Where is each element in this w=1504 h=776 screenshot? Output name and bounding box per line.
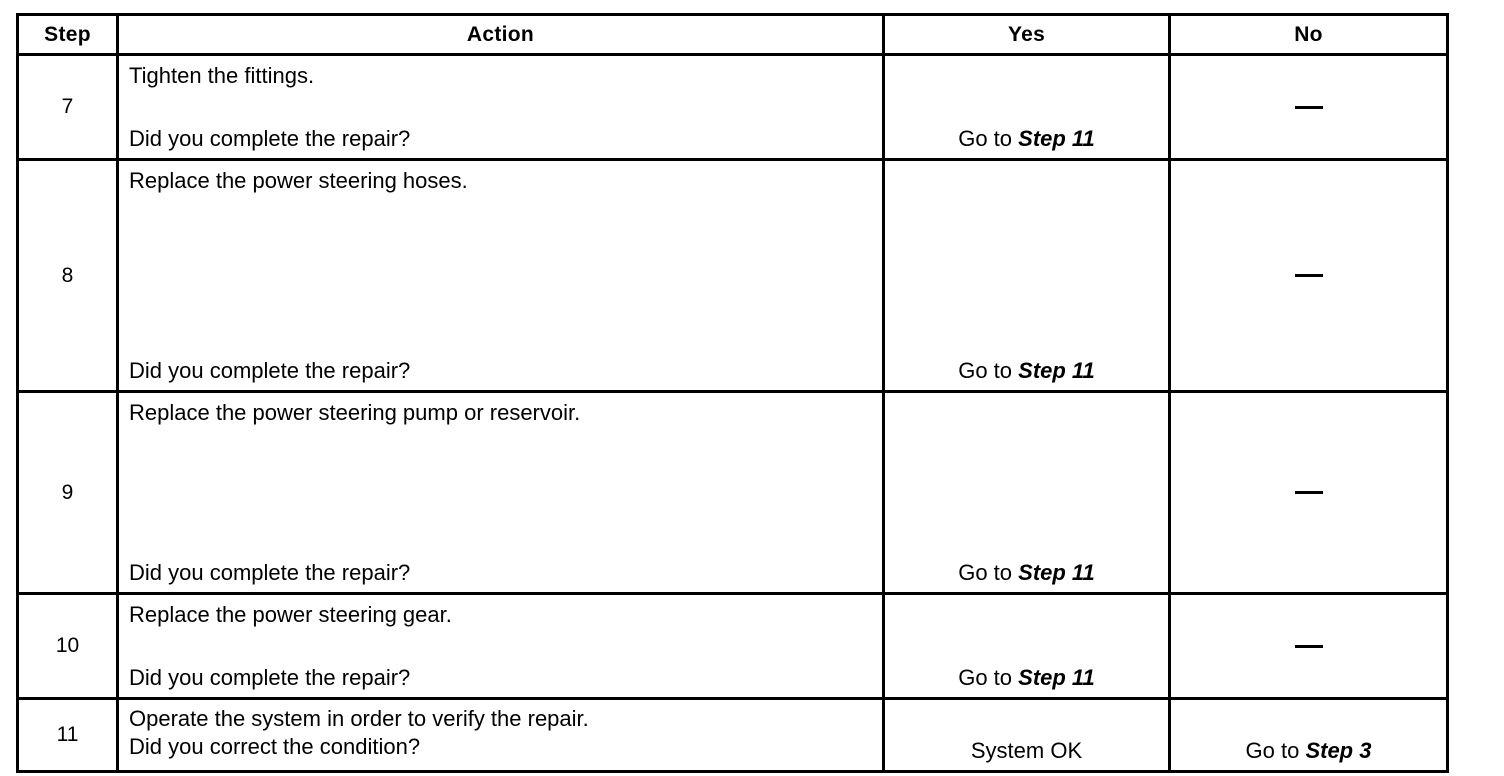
- no-cell: [1168, 158, 1449, 393]
- table-row: 7 Tighten the fittings. Did you complete…: [16, 53, 1449, 161]
- no-cell: [1168, 53, 1449, 161]
- no-cell: Go to Step 3: [1168, 697, 1449, 773]
- yes-prefix-text: Go to: [958, 665, 1019, 690]
- yes-step-reference: Step 11: [1018, 665, 1095, 690]
- action-cell: Replace the power steering pump or reser…: [116, 390, 885, 595]
- action-instruction: Replace the power steering hoses.: [129, 168, 468, 193]
- action-instruction: Replace the power steering gear.: [129, 602, 452, 627]
- em-dash-mark: [1294, 644, 1323, 648]
- no-cell: [1168, 592, 1449, 700]
- yes-cell: Go to Step 11: [882, 53, 1171, 161]
- no-response: Go to Step 3: [1246, 738, 1372, 764]
- yes-prefix-text: Go to: [958, 560, 1019, 585]
- no-step-reference: Step 3: [1305, 738, 1372, 763]
- action-cell: Replace the power steering hoses. Did yo…: [116, 158, 885, 393]
- action-question: Did you complete the repair?: [129, 560, 411, 585]
- action-instruction: Replace the power steering pump or reser…: [129, 400, 581, 425]
- column-header-step: Step: [16, 13, 119, 56]
- yes-prefix-text: System OK: [970, 738, 1083, 763]
- yes-response: Go to Step 11: [958, 560, 1095, 586]
- yes-cell: Go to Step 11: [882, 592, 1171, 700]
- table-row: 11 Operate the system in order to verify…: [16, 697, 1449, 773]
- yes-cell: System OK: [882, 697, 1171, 773]
- table-row: 8 Replace the power steering hoses. Did …: [16, 158, 1449, 393]
- step-number-cell: 7: [16, 53, 119, 161]
- action-question: Did you complete the repair?: [129, 126, 411, 151]
- action-cell: Operate the system in order to verify th…: [116, 697, 885, 773]
- yes-response: Go to Step 11: [958, 665, 1095, 691]
- step-number-cell: 11: [16, 697, 119, 773]
- em-dash-mark: [1294, 274, 1323, 277]
- table-row: 9 Replace the power steering pump or res…: [16, 390, 1449, 595]
- step-number-cell: 8: [16, 158, 119, 393]
- em-dash-mark: [1294, 105, 1323, 109]
- yes-prefix-text: Go to: [958, 358, 1019, 383]
- yes-response: Go to Step 11: [958, 358, 1095, 384]
- table-header-row: Step Action Yes No: [16, 13, 1449, 56]
- action-cell: Tighten the fittings. Did you complete t…: [116, 53, 885, 161]
- step-number-cell: 10: [16, 592, 119, 700]
- em-dash-mark: [1294, 491, 1323, 494]
- table-row: 10 Replace the power steering gear. Did …: [16, 592, 1449, 700]
- column-header-action: Action: [116, 13, 885, 56]
- yes-step-reference: Step 11: [1018, 358, 1095, 383]
- action-question: Did you correct the condition?: [129, 734, 421, 759]
- diagnostic-step-table: Step Action Yes No 7 Tighten the fitting…: [16, 13, 1449, 773]
- yes-step-reference: Step 11: [1018, 126, 1095, 151]
- yes-prefix-text: Go to: [958, 126, 1019, 151]
- step-number-cell: 9: [16, 390, 119, 595]
- yes-cell: Go to Step 11: [882, 390, 1171, 595]
- column-header-yes: Yes: [882, 13, 1171, 56]
- yes-response: Go to Step 11: [958, 126, 1095, 152]
- action-question: Did you complete the repair?: [129, 665, 411, 690]
- column-header-no: No: [1168, 13, 1449, 56]
- no-cell: [1168, 390, 1449, 595]
- yes-cell: Go to Step 11: [882, 158, 1171, 393]
- yes-step-reference: Step 11: [1018, 560, 1095, 585]
- action-instruction: Operate the system in order to verify th…: [129, 706, 589, 731]
- action-instruction: Tighten the fittings.: [129, 63, 315, 88]
- yes-response: System OK: [971, 738, 1082, 764]
- action-cell: Replace the power steering gear. Did you…: [116, 592, 885, 700]
- no-prefix-text: Go to: [1245, 738, 1306, 763]
- action-question: Did you complete the repair?: [129, 358, 411, 383]
